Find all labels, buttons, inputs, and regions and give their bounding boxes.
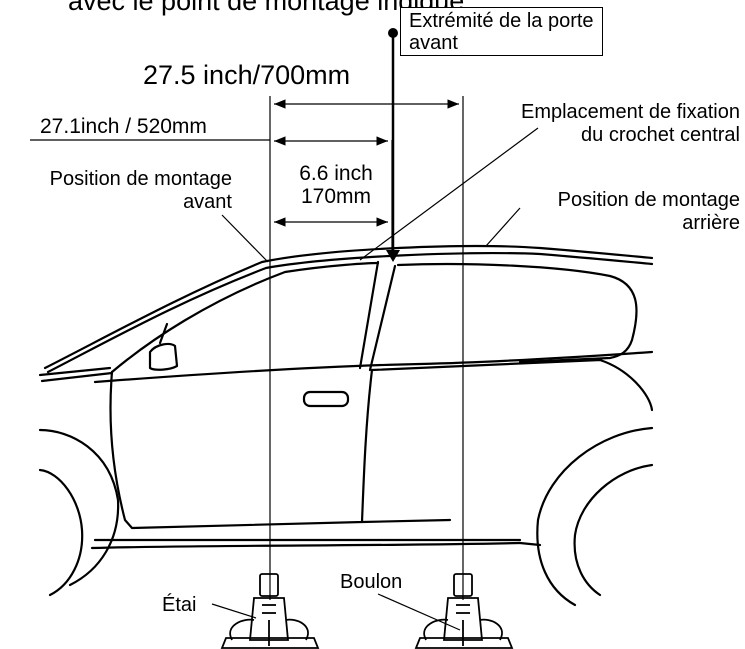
front-mount-line1: Position de montage [49, 168, 232, 190]
dim-170-line1: 6.6 inch [299, 162, 373, 185]
rear-mount-line1: Position de montage [557, 189, 740, 211]
front-stay-foot [220, 573, 320, 649]
dim-700-label: 27.5 inch/700mm [143, 60, 351, 90]
dim-520-label: 27.1inch / 520mm [40, 115, 207, 138]
dim-170-line2: 170mm [300, 185, 372, 208]
cut-heading: avec le point de montage indiqué. [68, 0, 472, 16]
rear-stay-foot [414, 573, 514, 649]
stay-label: Étai [162, 594, 197, 616]
dim-170-label: 6.6 inch 170mm [280, 162, 392, 208]
leader-lines [211, 127, 539, 631]
front-mount-line2: avant [183, 191, 232, 213]
car-body-outline [38, 245, 654, 607]
center-hook-line2: du crochet central [581, 124, 740, 146]
center-hook-line1: Emplacement de fixation [520, 101, 740, 123]
front-mount-label: Position de montage avant [0, 168, 232, 214]
door-tip-line1: Extrémité de la porte [409, 10, 594, 32]
door-tip-line2: avant [409, 32, 458, 54]
door-tip-label-box: Extrémité de la porte avant [400, 7, 603, 56]
rear-mount-line2: arrière [682, 212, 740, 234]
door-tip-pointer [386, 28, 400, 262]
bolt-label: Boulon [340, 571, 403, 593]
dimension-arrows [30, 99, 459, 227]
center-hook-label: Emplacement de fixation du crochet centr… [470, 101, 740, 147]
rear-mount-label: Position de montage arrière [470, 189, 740, 235]
